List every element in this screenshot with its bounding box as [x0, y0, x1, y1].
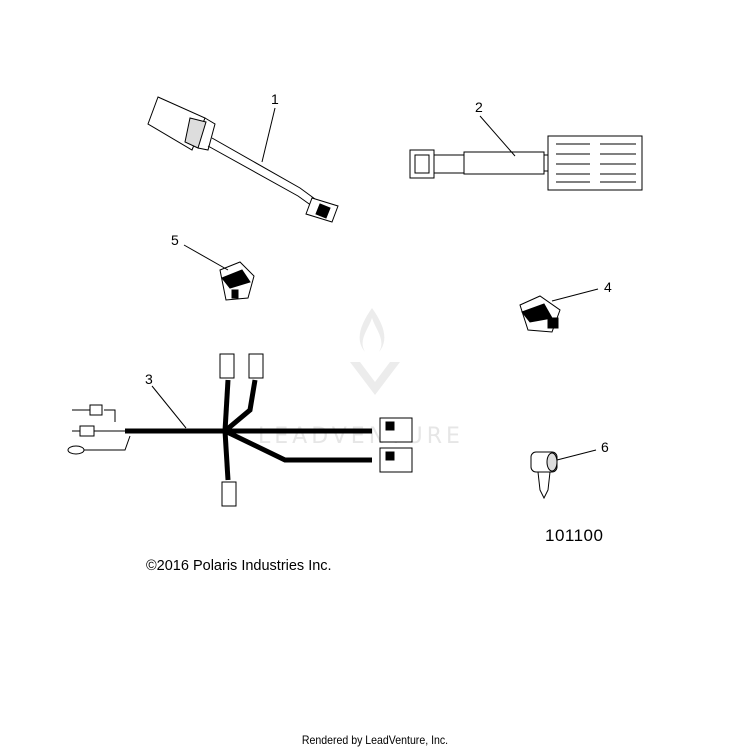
callout-3: 3	[145, 371, 153, 387]
part-3-main-harness	[67, 353, 413, 507]
copyright-notice: ©2016 Polaris Industries Inc.	[146, 558, 332, 574]
part-1-harness	[147, 96, 339, 223]
part-5-switch	[219, 261, 255, 301]
callout-6: 6	[601, 439, 609, 455]
watermark-logo: LEADVENTURE	[258, 308, 464, 449]
footer-rendered-by: Rendered by LeadVenture, Inc.	[301, 733, 449, 747]
part-2-harness	[409, 135, 643, 191]
callout-2: 2	[475, 99, 483, 115]
callout-5: 5	[171, 232, 179, 248]
part-4-switch	[519, 295, 561, 333]
callout-1: 1	[271, 91, 279, 107]
callout-4: 4	[604, 279, 612, 295]
callout-leaders	[151, 107, 599, 461]
part-6-key	[530, 451, 558, 500]
watermark-text: LEADVENTURE	[258, 424, 464, 449]
diagram-number: 101100	[545, 526, 604, 545]
